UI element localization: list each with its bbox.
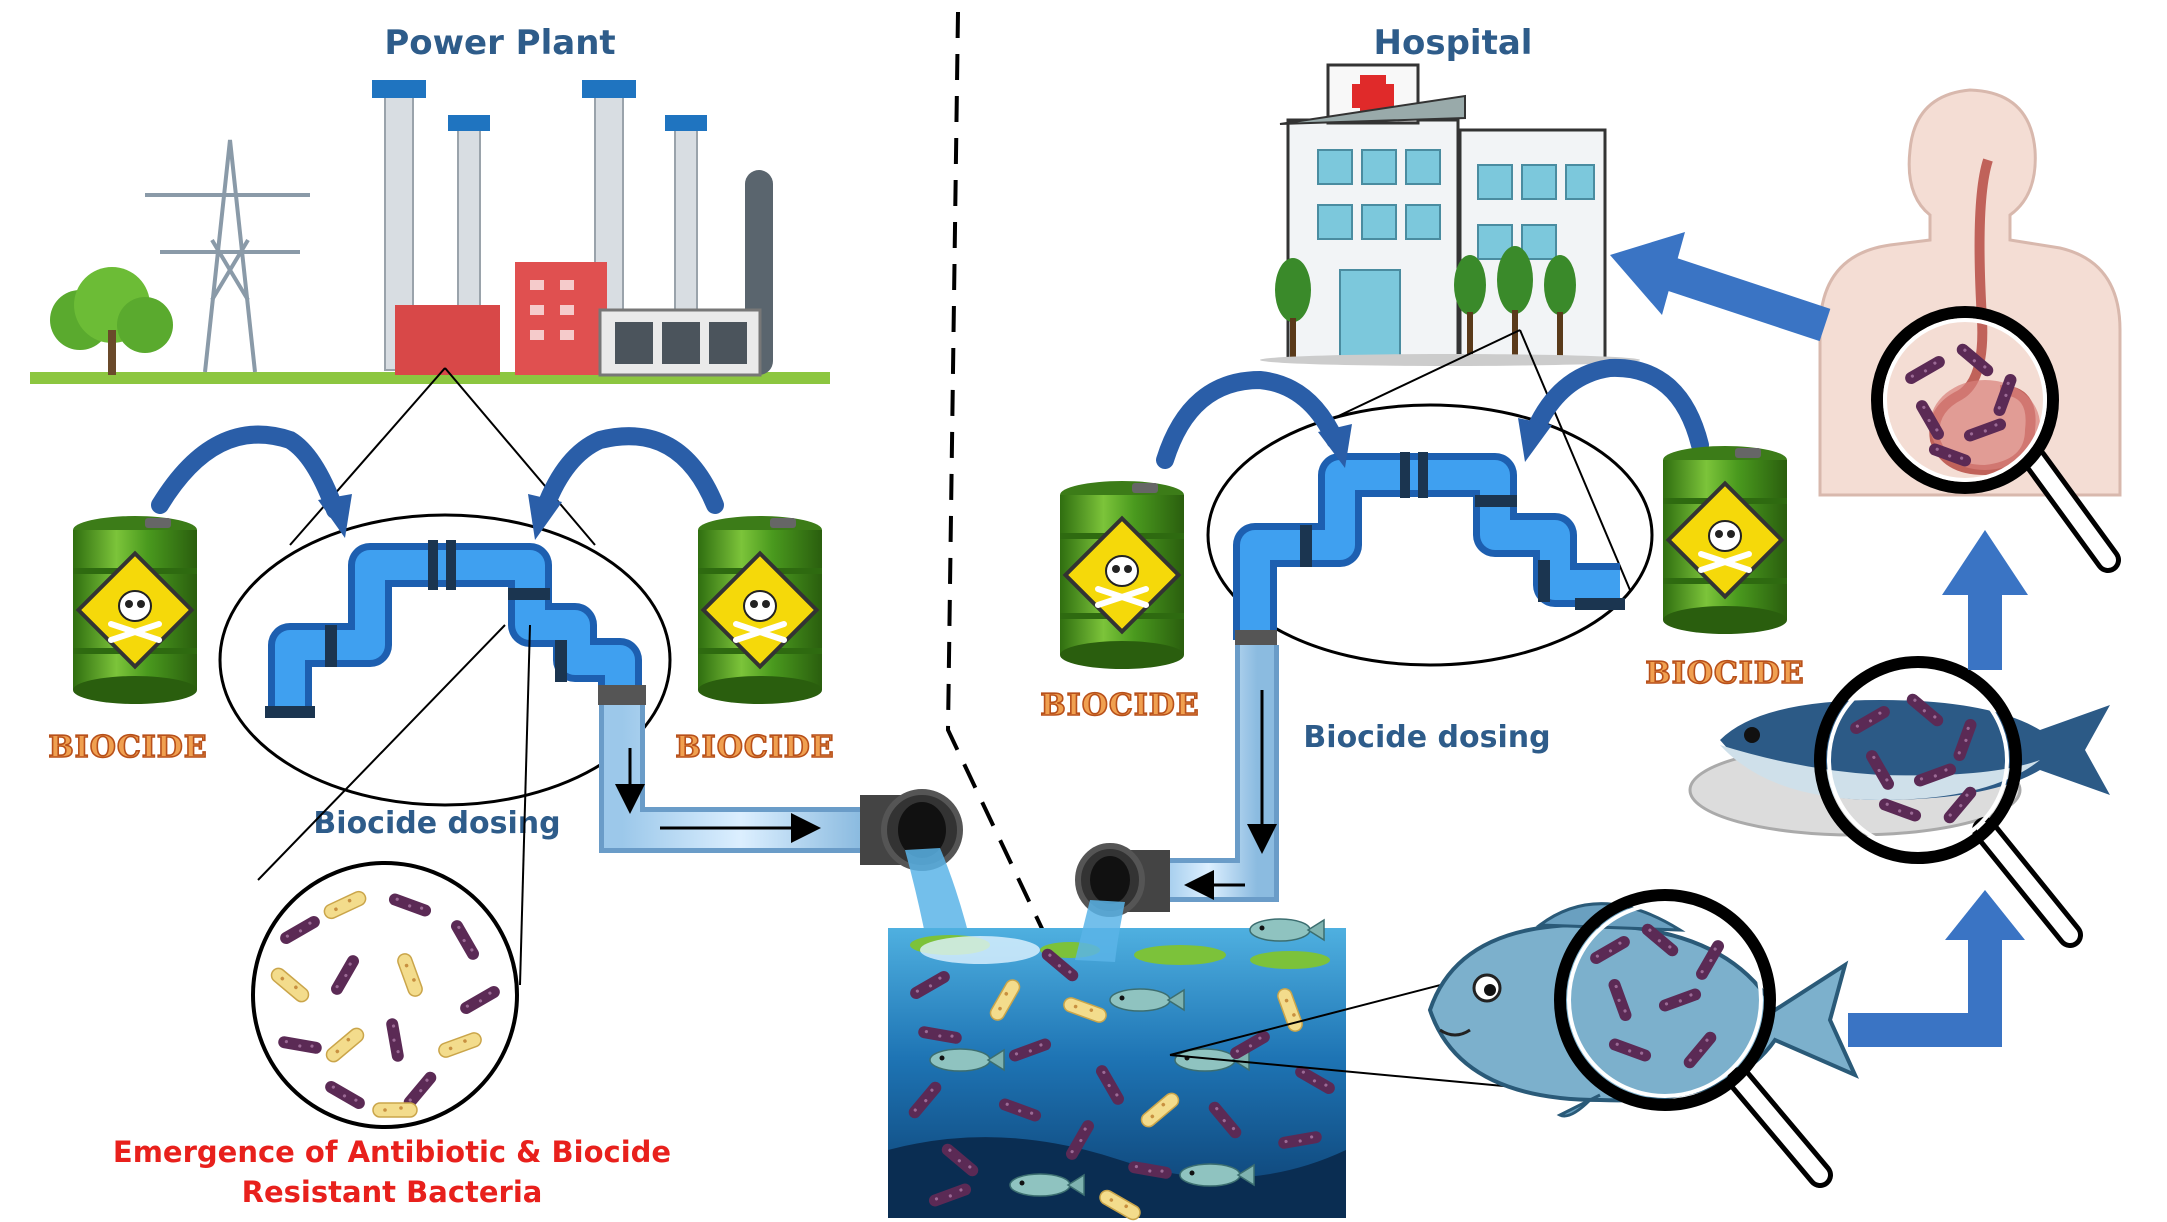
- magnifier-icon: [1554, 889, 1833, 1188]
- water-body-icon: [888, 918, 1346, 1222]
- biocide-label: BIOCIDE: [1645, 656, 1804, 691]
- resistance-label-line2: Resistant Bacteria: [242, 1175, 543, 1209]
- biocide-barrel-icon: [1663, 446, 1787, 634]
- section-divider: [945, 11, 1047, 936]
- flow-arrow: [1518, 358, 1709, 462]
- flow-arrow: [1942, 530, 2028, 670]
- biocide-label: BIOCIDE: [1040, 688, 1199, 723]
- callout-line: [1329, 329, 1521, 421]
- callout-line: [289, 367, 446, 546]
- biocide-barrel-icon: [698, 516, 822, 704]
- biocide-dosing-label: Biocide dosing: [313, 806, 560, 841]
- callout-line: [519, 624, 531, 986]
- power-plant-title: Power Plant: [384, 23, 615, 63]
- callout-line: [257, 624, 506, 881]
- flow-arrow: [528, 427, 724, 540]
- pipe-icon: [1233, 453, 1620, 640]
- hospital-icon: [1260, 63, 1640, 366]
- magnifier-icon: [1814, 656, 2083, 948]
- bacteria-icon: [251, 861, 519, 1129]
- callout-line: [444, 367, 596, 546]
- magnifier-icon: [1871, 306, 2121, 573]
- power-plant-icon: [30, 80, 830, 384]
- biocide-barrel-icon: [73, 516, 197, 704]
- flow-arrow: [1848, 890, 2025, 1047]
- biocide-label: BIOCIDE: [48, 730, 207, 765]
- dosing-ellipse-right: [1206, 403, 1654, 667]
- dosing-ellipse-left: [218, 513, 672, 807]
- callout-line: [1519, 329, 1631, 591]
- flow-arrow: [151, 425, 352, 538]
- biocide-barrel-icon: [1060, 481, 1184, 669]
- resistance-label-line1: Emergence of Antibiotic & Biocide: [113, 1135, 671, 1169]
- hospital-title: Hospital: [1374, 23, 1533, 63]
- drain-pipe-left: [599, 705, 860, 853]
- flow-arrow: [1156, 370, 1352, 469]
- biocide-dosing-label: Biocide dosing: [1303, 720, 1550, 755]
- flow-arrow: [1610, 232, 1831, 342]
- biocide-label: BIOCIDE: [675, 730, 834, 765]
